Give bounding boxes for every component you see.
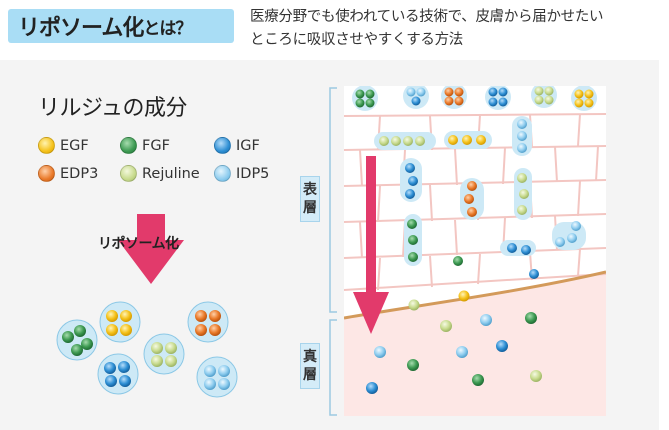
legend-item-fgf: FGF bbox=[120, 137, 170, 154]
legend-item-rejuline: Rejuline bbox=[120, 165, 200, 182]
legend-label: EDP3 bbox=[60, 165, 99, 182]
description-line-2: ところに吸収させやすくする方法 bbox=[250, 32, 463, 48]
legend-label: IDP5 bbox=[236, 165, 270, 182]
description-line-1: 医療分野でも使われている技術で、皮膚から届かせたい bbox=[250, 9, 604, 25]
liposome-cluster bbox=[196, 356, 238, 398]
components-title: リルジュの成分 bbox=[38, 96, 187, 121]
liposome-cluster bbox=[97, 353, 139, 395]
liposome-label: リポソーム化 bbox=[98, 236, 179, 252]
idp5-dot-icon bbox=[214, 165, 231, 182]
edp3-dot-icon bbox=[38, 165, 55, 182]
penetrating-liposomes bbox=[374, 116, 586, 311]
header-badge: リポソーム化 とは？ bbox=[8, 9, 234, 43]
legend-label: IGF bbox=[236, 137, 260, 154]
rejuline-dot-icon bbox=[120, 165, 137, 182]
igf-dot-icon bbox=[214, 137, 231, 154]
dermis-bracket bbox=[329, 319, 337, 416]
legend-item-igf: IGF bbox=[214, 137, 260, 154]
egf-dot-icon bbox=[38, 137, 55, 154]
legend-label: FGF bbox=[142, 137, 170, 154]
header-title-suffix: とは？ bbox=[143, 18, 192, 39]
surface-liposomes bbox=[352, 86, 597, 111]
dermis-label: 真層 bbox=[300, 343, 320, 389]
legend-label: EGF bbox=[60, 137, 89, 154]
liposome-cluster bbox=[99, 301, 141, 343]
fgf-dot-icon bbox=[120, 137, 137, 154]
liposome-cluster bbox=[56, 319, 98, 361]
header-description: 医療分野でも使われている技術で、皮膚から届かせたい ところに吸収させやすくする方… bbox=[250, 6, 660, 52]
header-title: リポソーム化 bbox=[18, 16, 144, 41]
liposome-arrow-icon bbox=[118, 214, 184, 284]
dermis-particles bbox=[366, 312, 542, 394]
legend-item-egf: EGF bbox=[38, 137, 89, 154]
legend-label: Rejuline bbox=[142, 165, 200, 182]
liposome-cluster bbox=[143, 333, 185, 375]
epidermis-bracket bbox=[329, 87, 337, 313]
legend-item-edp3: EDP3 bbox=[38, 165, 98, 182]
liposome-cluster bbox=[187, 301, 229, 343]
epidermis-label: 表層 bbox=[300, 176, 320, 222]
penetration-arrow-icon bbox=[353, 156, 389, 334]
legend-item-idp5: IDP5 bbox=[214, 165, 269, 182]
skin-cross-section bbox=[344, 86, 606, 416]
